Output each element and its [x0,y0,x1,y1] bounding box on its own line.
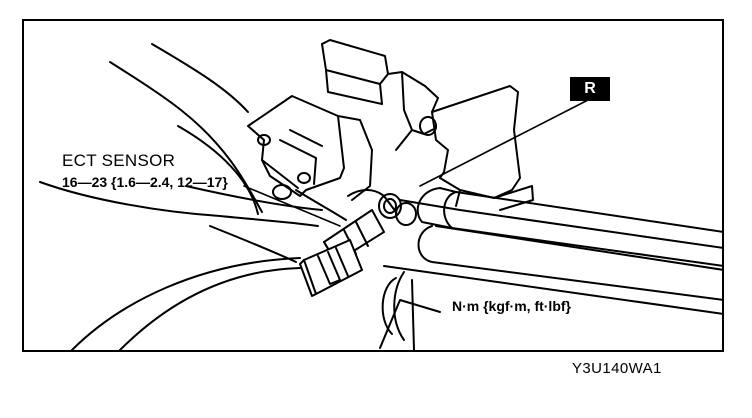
torque-units-label: N·m {kgf·m, ft·lbf} [452,298,571,314]
r-callout-marker: R [570,77,610,101]
diagram-frame [22,19,724,352]
ect-torque-spec: 16—23 {1.6—2.4, 12—17} [62,174,228,190]
pipes [347,187,722,350]
ect-sensor-label: ECT SENSOR [62,151,176,170]
figure-code: Y3U140WA1 [572,360,662,377]
hoses [39,43,347,350]
gasket [378,193,417,226]
engine-block [321,39,534,211]
ect-sensor [299,209,385,297]
bracket [247,95,373,201]
leader-lines [243,99,589,227]
